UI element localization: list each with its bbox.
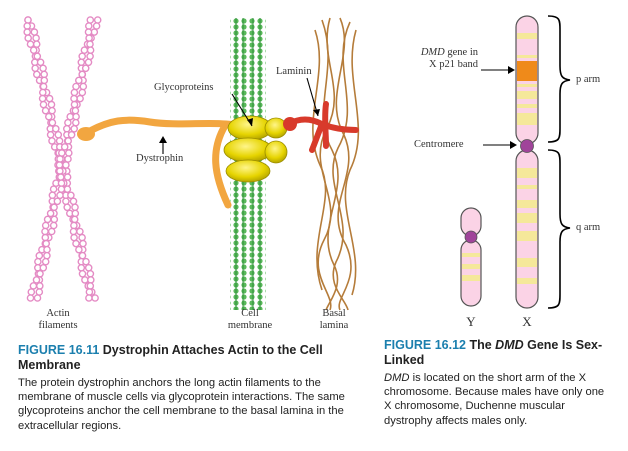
caption-figure-16-12: FIGURE 16.12 The DMD Gene Is Sex-Linked … (384, 338, 612, 428)
figure-title-post: Gene Is Sex-Linked (384, 338, 603, 367)
dystrophin-end (77, 127, 95, 141)
figure-number: FIGURE 16.11 (18, 343, 100, 357)
y-centromere (464, 230, 478, 244)
actin-bead (48, 137, 56, 145)
caption-body: DMD is located on the short arm of the X… (384, 371, 612, 428)
y-chromosome (460, 207, 482, 307)
caption-title: FIGURE 16.12 The DMD Gene Is Sex-Linked (384, 338, 612, 368)
actin-bead (72, 239, 80, 248)
actin-bead (52, 125, 60, 133)
dmd-gene-rest: gene in X p21 band (429, 47, 478, 70)
label-p-arm: p arm (576, 74, 601, 85)
label-cell-membrane: Cell membrane (227, 308, 273, 331)
arrowhead (510, 141, 517, 149)
dmd-gene-italic: DMD (420, 47, 445, 58)
actin-bead (67, 130, 76, 139)
actin-bead (32, 276, 41, 284)
actin-filaments (23, 16, 102, 302)
actin-bead (26, 294, 35, 302)
actin-bead (60, 143, 69, 151)
actin-bead (41, 257, 50, 266)
actin-bead (67, 191, 75, 200)
figure-title: Dystrophin Attaches Actin to the Cell Me… (18, 343, 323, 372)
actin-bead (36, 58, 45, 67)
arrowhead (313, 109, 320, 116)
label-dystrophin: Dystrophin (136, 153, 184, 164)
figure-number: FIGURE 16.12 (384, 338, 466, 352)
laminin-head (283, 117, 297, 131)
arrowhead (247, 118, 253, 126)
caption-body-italic: DMD (384, 372, 410, 384)
arrowhead (159, 136, 167, 143)
actin-bead (33, 294, 42, 302)
caption-body-rest: is located on the short arm of the X chr… (384, 372, 605, 427)
arrowhead (508, 66, 515, 74)
basal-lamina (312, 17, 360, 311)
actin-bead (85, 294, 93, 302)
dystrophin (84, 116, 232, 209)
actin-bead (75, 245, 83, 254)
label-basal-lamina: Basal lamina (319, 308, 349, 331)
caption-body: The protein dystrophin anchors the long … (18, 377, 345, 432)
label-centromere: Centromere (414, 139, 464, 150)
x-bands (517, 33, 537, 284)
actin-bead (81, 64, 90, 73)
actin-bead (39, 263, 48, 272)
actin-bead (53, 197, 62, 206)
x-centromere (520, 139, 534, 153)
p-arm-brace (547, 15, 571, 143)
label-y-chromosome: Y (466, 314, 476, 329)
x-chromosome (515, 15, 539, 309)
actin-bead (63, 203, 71, 212)
figure-title-pre: The (469, 338, 496, 352)
q-arm-brace (547, 149, 571, 309)
actin-bead (41, 106, 50, 115)
actin-bead (33, 70, 41, 79)
dmd-band (517, 61, 537, 81)
actin-filament-group (23, 16, 102, 302)
actin-bead (56, 191, 64, 200)
actin-bead (75, 76, 83, 85)
actin-bead (84, 58, 93, 67)
label-glycoproteins: Glycoproteins (154, 82, 214, 93)
actin-bead (70, 125, 78, 133)
actin-bead (78, 269, 87, 278)
caption-figure-16-11: FIGURE 16.11 Dystrophin Attaches Actin t… (18, 343, 370, 433)
laminin (285, 101, 359, 153)
caption-title: FIGURE 16.11 Dystrophin Attaches Actin t… (18, 343, 370, 373)
label-x-chromosome: X (522, 314, 532, 329)
actin-bead (33, 52, 42, 61)
label-dmd-gene: DMD gene in X p21 band (396, 47, 478, 71)
figure-title-italic: DMD (495, 338, 524, 352)
actin-bead (82, 257, 90, 266)
actin-bead (26, 40, 35, 49)
label-laminin: Laminin (276, 66, 312, 77)
glycoprotein-complex (223, 115, 288, 183)
actin-bead (46, 209, 55, 218)
label-actin-filaments: Actin filaments (38, 308, 78, 331)
label-q-arm: q arm (576, 222, 601, 233)
